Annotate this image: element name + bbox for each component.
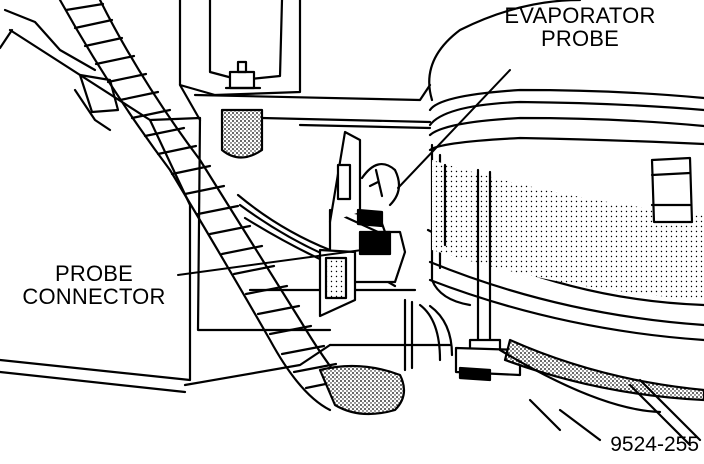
- bottom-loop: [318, 298, 454, 416]
- wire-harness: [58, 0, 352, 412]
- probe-connector-body: [318, 208, 407, 318]
- probe-connector-label-line1: PROBE: [54, 261, 134, 286]
- leader-lines: [177, 69, 511, 276]
- probe-connector-label: PROBE CONNECTOR: [6, 262, 182, 308]
- upper-bracket: [178, 0, 432, 122]
- support-rod: [454, 168, 522, 382]
- figure-number: 9524-255: [610, 433, 699, 456]
- evaporator-probe-leader: [397, 69, 511, 189]
- evaporator-probe-label: EVAPORATOR PROBE: [478, 4, 682, 50]
- center-post: [220, 108, 264, 159]
- probe-connector-label-line2: CONNECTOR: [22, 284, 166, 310]
- evaporator-probe-label-line1: EVAPORATOR: [504, 3, 656, 28]
- blower-housing: [426, 0, 704, 342]
- evaporator-probe-label-line2: PROBE: [540, 26, 620, 52]
- housing-cap: [650, 156, 694, 224]
- blower-wheel: [498, 338, 704, 447]
- probe-connector-leader: [177, 249, 363, 276]
- evaporator-probe: [328, 130, 401, 228]
